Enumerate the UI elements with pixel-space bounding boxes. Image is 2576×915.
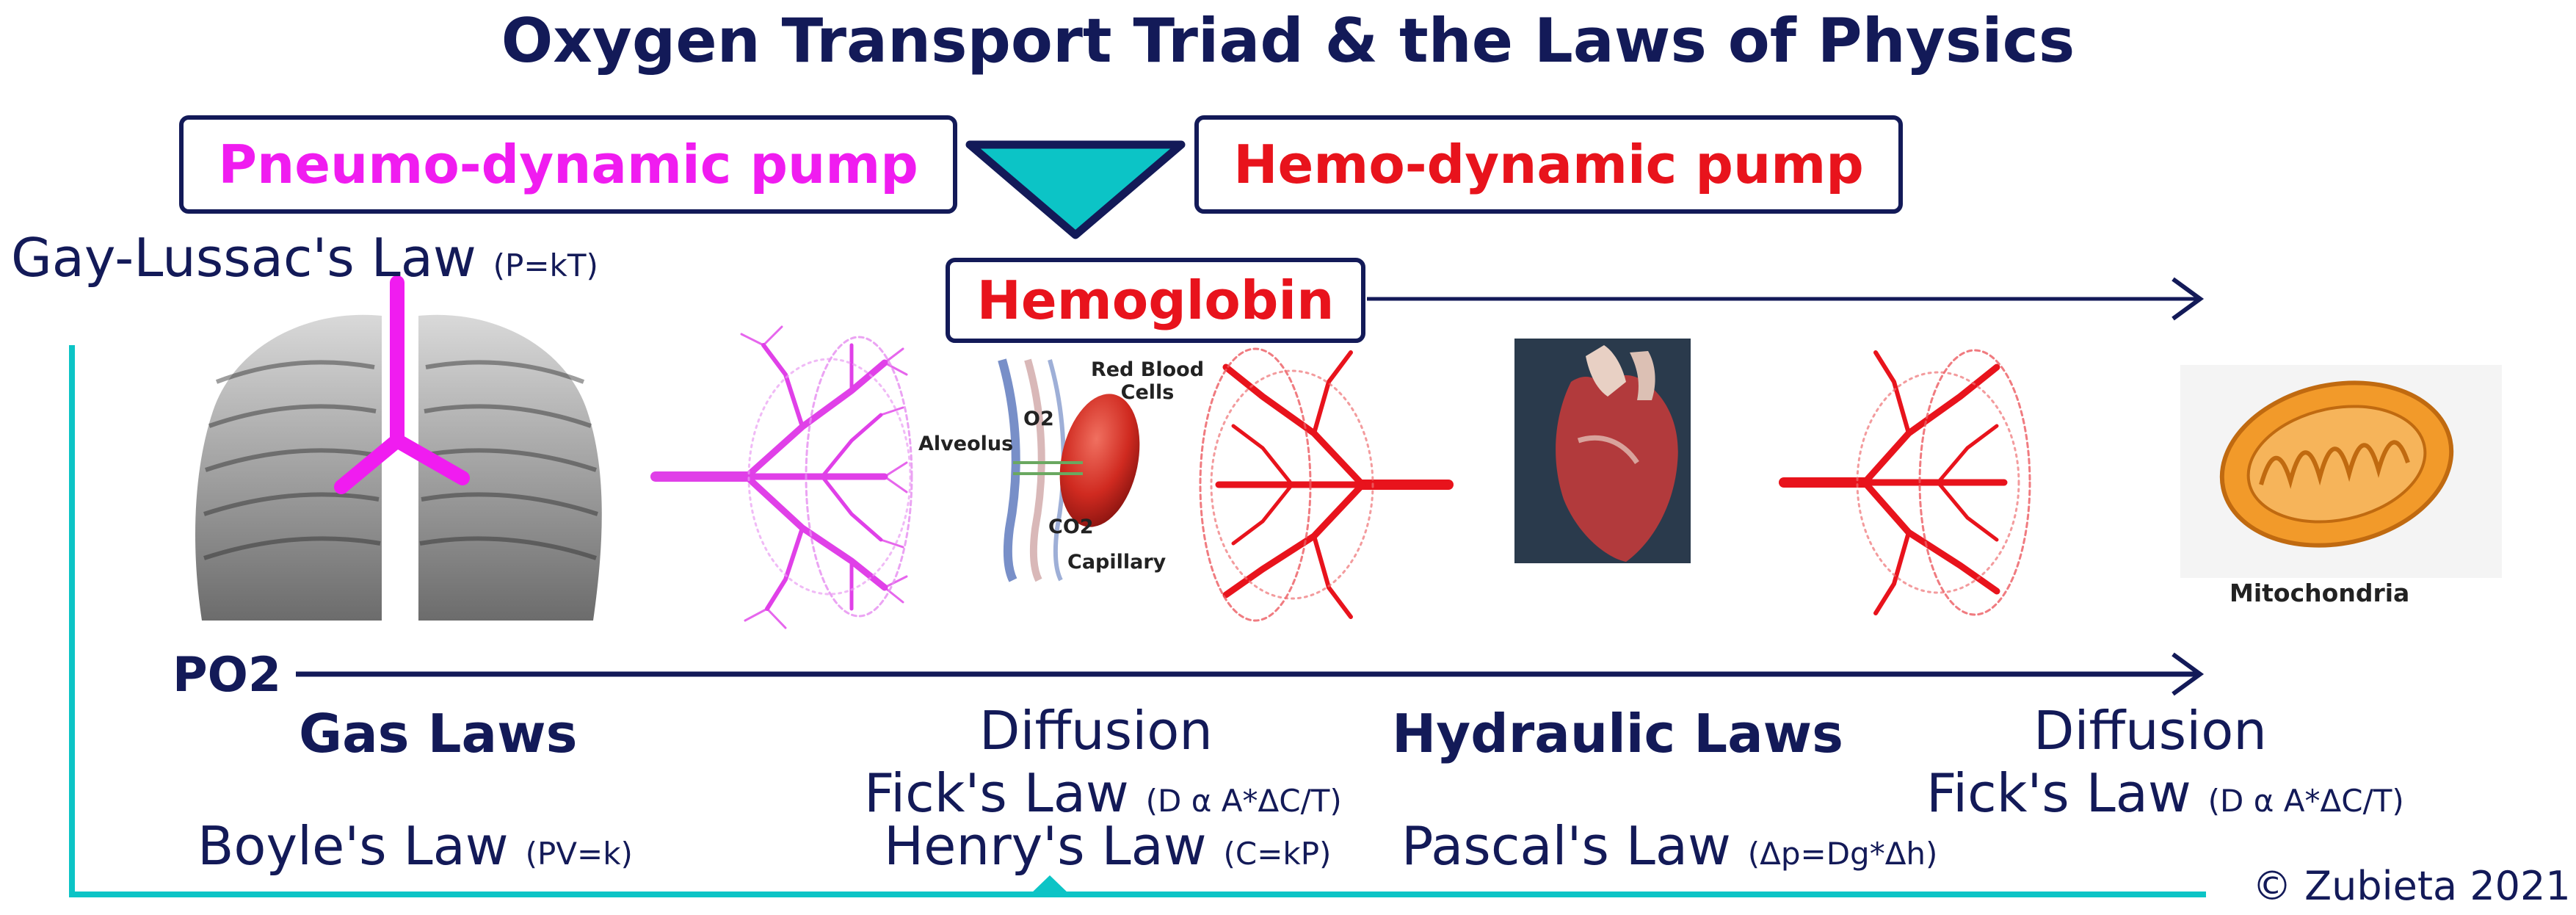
co2-label: CO2 (1048, 516, 1094, 538)
lungs-xray-icon (186, 275, 602, 624)
pulmonary-vascular-tree-icon (650, 325, 913, 629)
gas-laws-heading: Gas Laws (299, 703, 578, 764)
alveolus-label: Alveolus (918, 433, 1014, 455)
triad-triangle-icon (965, 140, 1186, 239)
hemoglobin-label: Hemoglobin (976, 270, 1335, 331)
red-blood-cells-label: Red Blood Cells (1090, 358, 1205, 404)
diffusion-left-heading: Diffusion (979, 700, 1213, 762)
capillary-label: Capillary (1067, 551, 1167, 574)
diagram-title: Oxygen Transport Triad & the Laws of Phy… (501, 5, 2075, 76)
arterial-tree-left-icon (1199, 347, 1454, 622)
pneumo-dynamic-pump-label: Pneumo-dynamic pump (218, 134, 918, 195)
fick-law-left: Fick's Law (D α A*ΔC/T) (864, 762, 1342, 824)
hydraulic-laws-heading: Hydraulic Laws (1392, 703, 1844, 764)
mitochondria-icon (2180, 365, 2502, 578)
henry-law: Henry's Law (C=kP) (884, 815, 1332, 877)
feedback-loop-line (69, 345, 2206, 897)
hemo-dynamic-pump-box: Hemo-dynamic pump (1194, 115, 1903, 214)
heart-icon (1514, 339, 1691, 563)
pascal-law: Pascal's Law (Δp=Dg*Δh) (1401, 815, 1938, 877)
mitochondria-label: Mitochondria (2229, 579, 2410, 607)
arterial-tree-right-icon (1779, 349, 2031, 616)
alveolus-capillary-icon (984, 350, 1204, 582)
copyright-text: © Zubieta 2021 (2252, 863, 2571, 909)
gay-lussac-law: Gay-Lussac's Law (P=kT) (11, 227, 598, 289)
po2-label: PO2 (173, 648, 282, 703)
fick-law-right: Fick's Law (D α A*ΔC/T) (1926, 762, 2404, 824)
hemo-dynamic-pump-label: Hemo-dynamic pump (1233, 134, 1864, 195)
hemoglobin-box: Hemoglobin (946, 258, 1365, 343)
diffusion-right-heading: Diffusion (2033, 700, 2267, 762)
pneumo-dynamic-pump-box: Pneumo-dynamic pump (179, 115, 957, 214)
o2-label: O2 (1023, 408, 1054, 430)
boyle-law: Boyle's Law (PV=k) (197, 815, 633, 877)
